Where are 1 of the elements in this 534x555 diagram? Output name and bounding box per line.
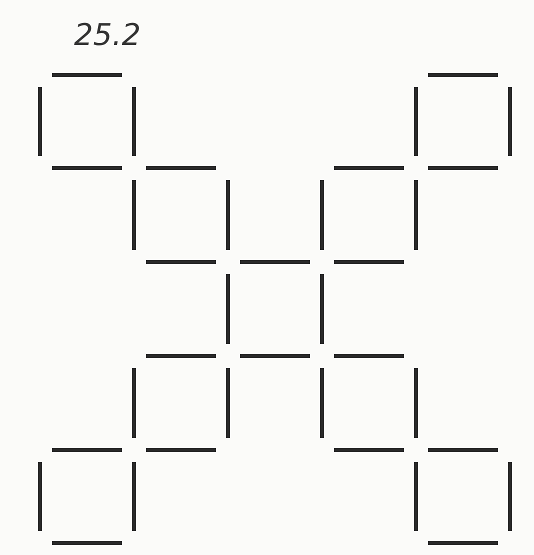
puzzle-number: 25.2 xyxy=(74,18,141,53)
